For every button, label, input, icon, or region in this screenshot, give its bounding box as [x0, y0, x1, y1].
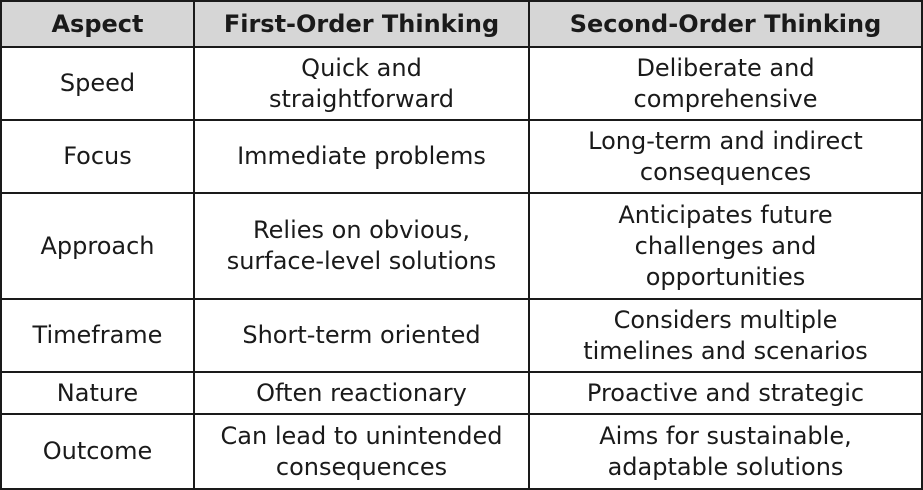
cell-line: consequences: [275, 452, 448, 481]
cell-line: Can lead to unintended: [220, 421, 503, 450]
aspect-cell: Outcome: [0, 413, 195, 490]
table-row: Nature Often reactionary Proactive and s…: [0, 371, 923, 415]
second-order-cell: Proactive and strategic: [528, 371, 923, 415]
aspect-cell: Timeframe: [0, 298, 195, 373]
cell-line: challenges and: [634, 231, 817, 260]
cell-line: adaptable solutions: [607, 452, 844, 481]
header-row: Aspect First-Order Thinking Second-Order…: [0, 0, 923, 48]
header-first-order: First-Order Thinking: [193, 0, 530, 48]
header-aspect: Aspect: [0, 0, 195, 48]
cell-line: Proactive and strategic: [586, 378, 865, 407]
second-order-cell: Aims for sustainable,adaptable solutions: [528, 413, 923, 490]
table-row: Approach Relies on obvious, surface-level…: [0, 192, 923, 300]
cell-line: surface-level solutions: [226, 247, 497, 275]
first-order-cell: Immediate problems: [193, 119, 530, 194]
cell-line: timelines and scenarios: [583, 336, 868, 365]
cell-line: Deliberate and: [636, 53, 815, 82]
aspect-cell: Focus: [0, 119, 195, 194]
first-order-cell: Often reactionary: [193, 371, 530, 415]
table-row: Timeframe Short-term oriented Considers …: [0, 298, 923, 373]
cell-line: opportunities: [645, 262, 806, 291]
header-second-order: Second-Order Thinking: [528, 0, 923, 48]
first-order-cell: Short-term oriented: [193, 298, 530, 373]
cell-line: comprehensive: [633, 84, 818, 113]
table-row: Focus Immediate problems Long-term and i…: [0, 119, 923, 194]
aspect-cell: Approach: [0, 192, 195, 300]
cell-line: Considers multiple: [613, 305, 838, 334]
cell-line: Anticipates future: [618, 200, 833, 229]
cell-line: Long-term and indirect: [588, 126, 863, 155]
cell-line: Quick and: [301, 53, 422, 82]
first-order-cell: Relies on obvious, surface-level solution…: [193, 192, 530, 300]
aspect-cell: Speed: [0, 46, 195, 121]
cell-line: Relies on obvious,: [253, 216, 470, 244]
cell-line: consequences: [639, 157, 812, 186]
cell-line: Often reactionary: [256, 378, 467, 407]
cell-line: straightforward: [268, 84, 455, 113]
cell-line: Aims for sustainable,: [599, 421, 852, 450]
cell-line: Short-term oriented: [242, 321, 481, 349]
cell-line: Immediate problems: [237, 142, 486, 170]
aspect-cell: Nature: [0, 371, 195, 415]
